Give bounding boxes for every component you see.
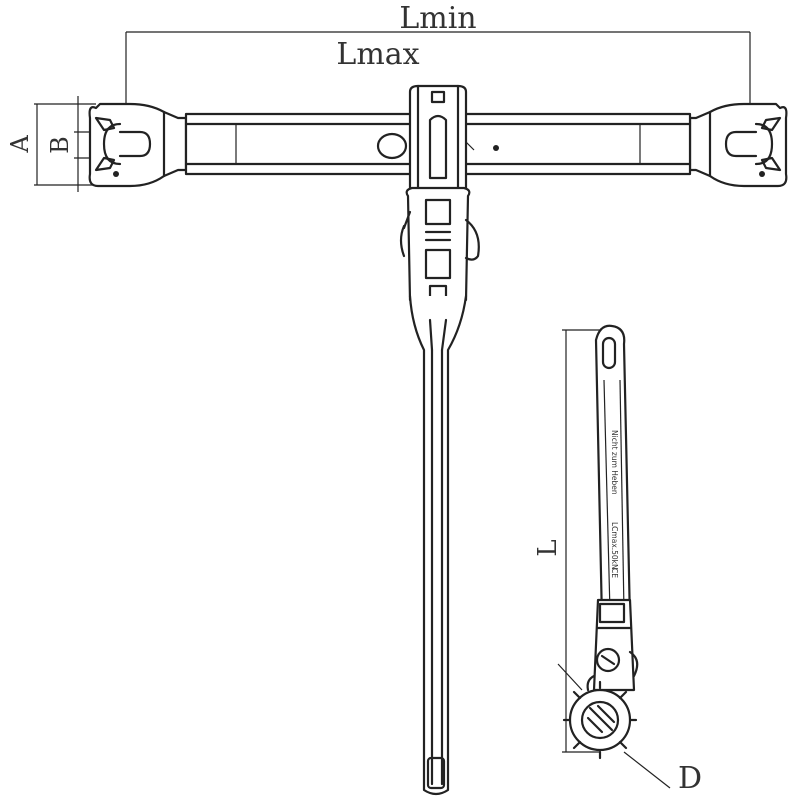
right-jaw (688, 102, 788, 188)
lever-marking-2: LCmax.50kN (610, 522, 619, 570)
b-label: B (46, 136, 74, 154)
a-label: A (6, 135, 34, 154)
d-leader-top (557, 663, 583, 691)
lmin-label: Lmin (399, 1, 476, 36)
d-leader-bottom (623, 751, 671, 789)
lmax-label: Lmax (336, 37, 419, 72)
ratchet-lever-front (399, 84, 480, 796)
locking-pin (376, 132, 408, 160)
l-label: L (533, 539, 563, 556)
ratchet-lever-side: Nicht zum Heben LCmax.50kN CE (562, 324, 639, 760)
left-jaw (88, 102, 188, 188)
lever-marking-1: Nicht zum Heben (610, 430, 619, 495)
lever-length-dimension: L (533, 329, 612, 753)
length-dimension: Lmin Lmax (125, 1, 751, 108)
d-label: D (678, 761, 702, 796)
gear-diameter-dimension: D (557, 663, 702, 796)
lever-marking-3: CE (610, 568, 619, 578)
